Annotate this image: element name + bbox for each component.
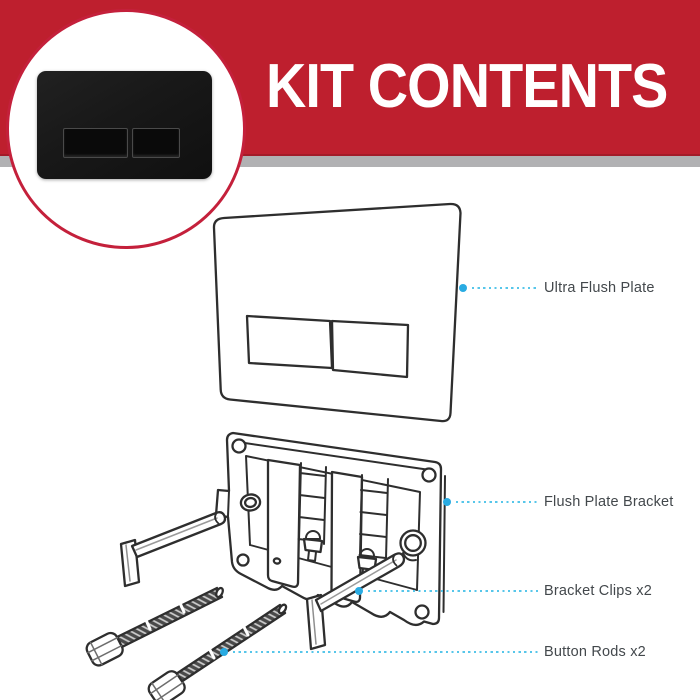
callout-label: Bracket Clips x2 (544, 582, 652, 599)
callout-dot-icon (459, 284, 467, 292)
page-title: KIT CONTENTS (266, 52, 668, 121)
callout-leader-line (368, 590, 538, 592)
callout-flush-plate-bracket: Flush Plate Bracket (443, 491, 674, 513)
callout-dot-icon (443, 498, 451, 506)
callout-bracket-clips: Bracket Clips x2 (355, 580, 652, 602)
bracket-clip-1-drawing (119, 511, 227, 588)
callout-dot-icon (220, 648, 228, 656)
banner-divider (0, 156, 700, 167)
flush-plate-bracket-drawing (214, 431, 446, 627)
callout-leader-line (472, 287, 538, 289)
bracket-clip-2-drawing (305, 552, 406, 651)
flush-button-small (132, 128, 180, 158)
flush-button-large (63, 128, 128, 158)
callout-dot-icon (355, 587, 363, 595)
ultra-flush-plate-drawing (212, 202, 462, 423)
button-rod-2-drawing (147, 603, 288, 700)
callout-label: Ultra Flush Plate (544, 279, 655, 296)
callout-ultra-flush-plate: Ultra Flush Plate (459, 277, 655, 299)
flush-plate-photo (37, 71, 212, 179)
callout-leader-line (233, 651, 538, 653)
callout-label: Flush Plate Bracket (544, 493, 674, 510)
callout-label: Button Rods x2 (544, 643, 646, 660)
callout-button-rods: Button Rods x2 (220, 641, 646, 663)
callout-leader-line (456, 501, 538, 503)
button-rod-1-drawing (85, 586, 224, 667)
product-photo-inset (6, 9, 246, 249)
